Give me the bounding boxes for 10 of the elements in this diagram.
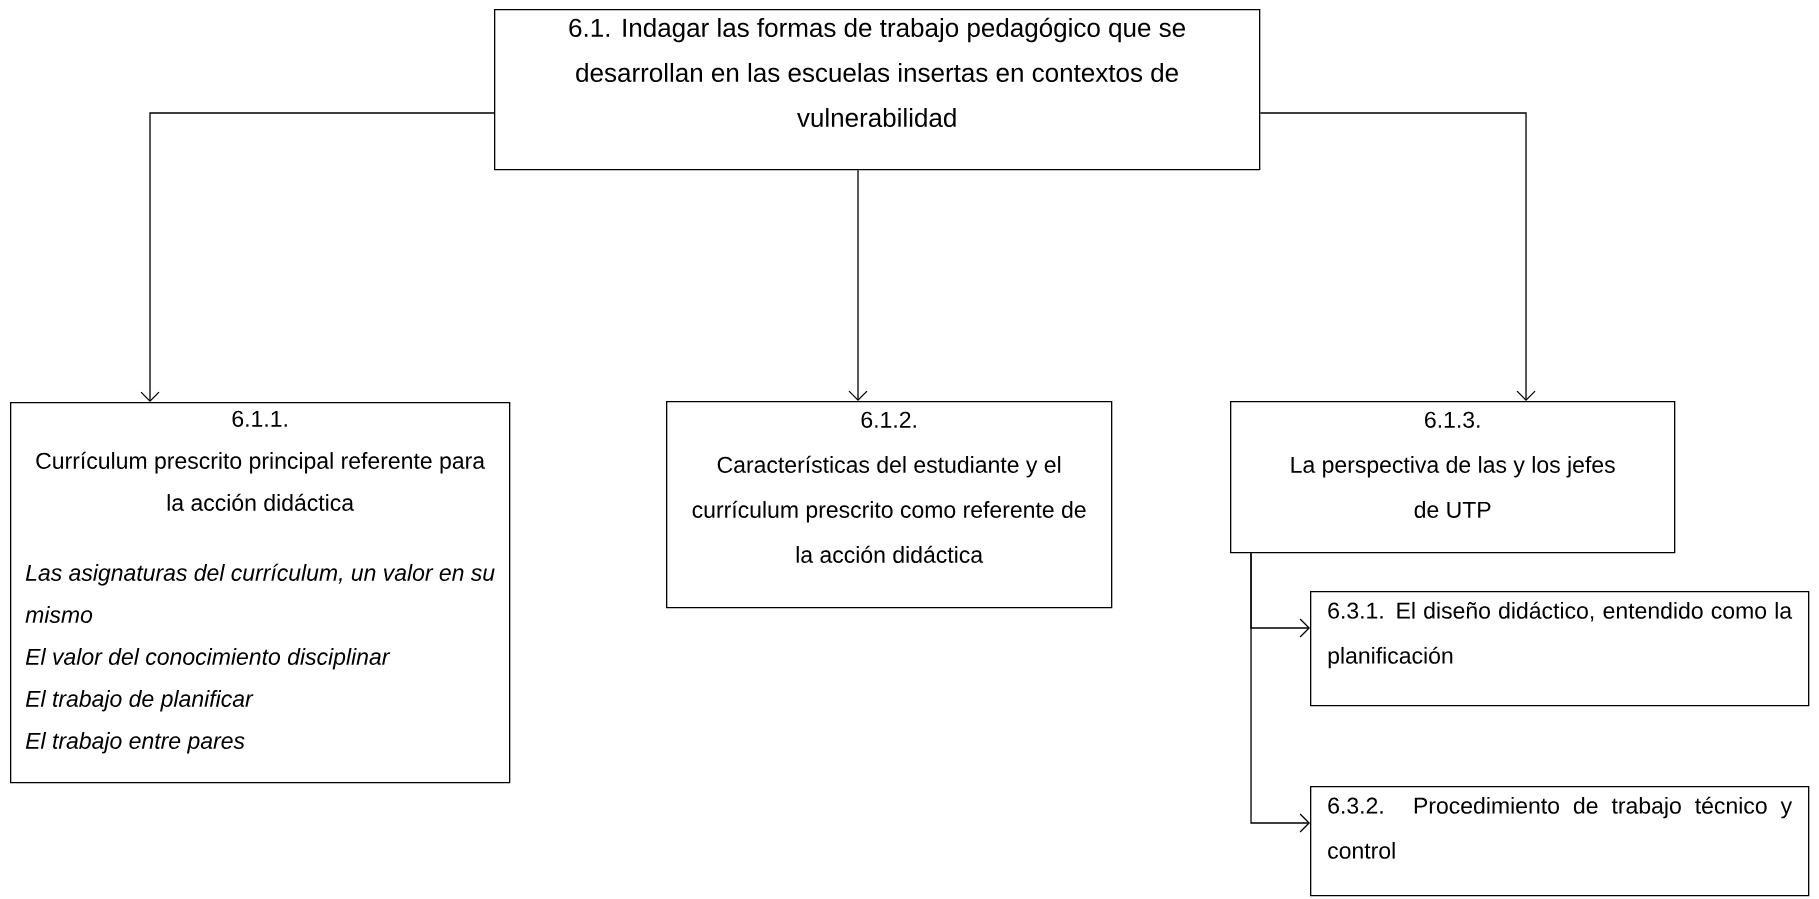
text-box: 6.1. Indagar las formas de trabajo pedagógico que se desarrollan en las escuelas insertas en contextos de vulnerabilidad xyxy=(494,9,1261,171)
text-box: 6.3.1. El diseño didáctico, entendido como la planificación xyxy=(1310,591,1810,707)
arrow xyxy=(848,169,868,401)
text-box: 6.1.1. Currículum prescrito principal referente para la acción didáctica Las asignaturas del currículum, un valor en su mismo El valor del conocimiento disciplinar El trabajo de planificar El trabajo entre pares xyxy=(10,402,511,784)
arrow xyxy=(1259,112,1536,401)
text-box: 6.1.3. La perspectiva de las y los jefes de UTP xyxy=(1230,401,1676,554)
arrow xyxy=(1250,552,1310,833)
arrow xyxy=(140,112,495,402)
text-box: 6.1.2. Características del estudiante y el currículum prescrito como referente de la acción didáctica xyxy=(666,401,1113,609)
text-box: 6.3.2. Procedimiento de trabajo técnico y control xyxy=(1310,786,1810,897)
